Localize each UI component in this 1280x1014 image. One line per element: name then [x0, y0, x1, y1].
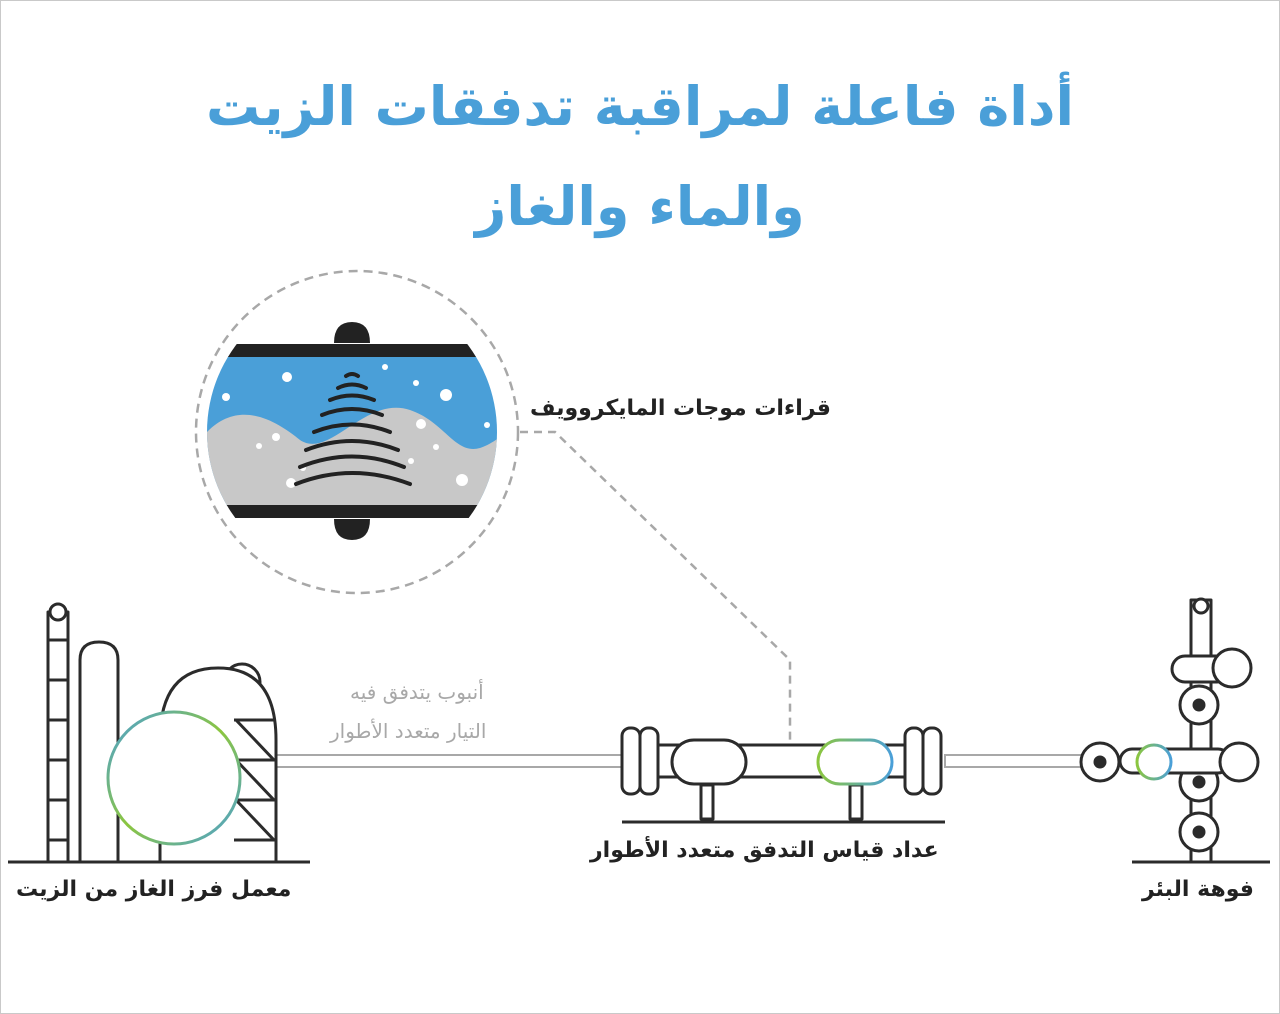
multiphase-meter	[620, 726, 945, 824]
magnifier-lens	[194, 269, 520, 595]
wellhead	[1079, 597, 1270, 864]
sensor-lug-top	[334, 322, 370, 343]
separation-plant	[8, 602, 310, 864]
sensor-lug-bottom	[334, 519, 370, 540]
meter-label: عداد قياس التدفق متعدد الأطوار	[590, 838, 939, 863]
title-line-1: أداة فاعلة لمراقبة تدفقات الزيت	[206, 75, 1074, 138]
wellhead-label: فوهة البئر	[1142, 877, 1254, 902]
title-line-2: والماء والغاز	[475, 175, 805, 238]
pipe-label-line-1: أنبوب يتدفق فيه	[350, 680, 484, 704]
callout-line	[520, 430, 792, 758]
plant-label: معمل فرز الغاز من الزيت	[16, 877, 292, 902]
microwave-readings-label: قراءات موجات المايكروويف	[530, 396, 831, 421]
pipe-label-line-2: التيار متعدد الأطوار	[330, 719, 487, 743]
